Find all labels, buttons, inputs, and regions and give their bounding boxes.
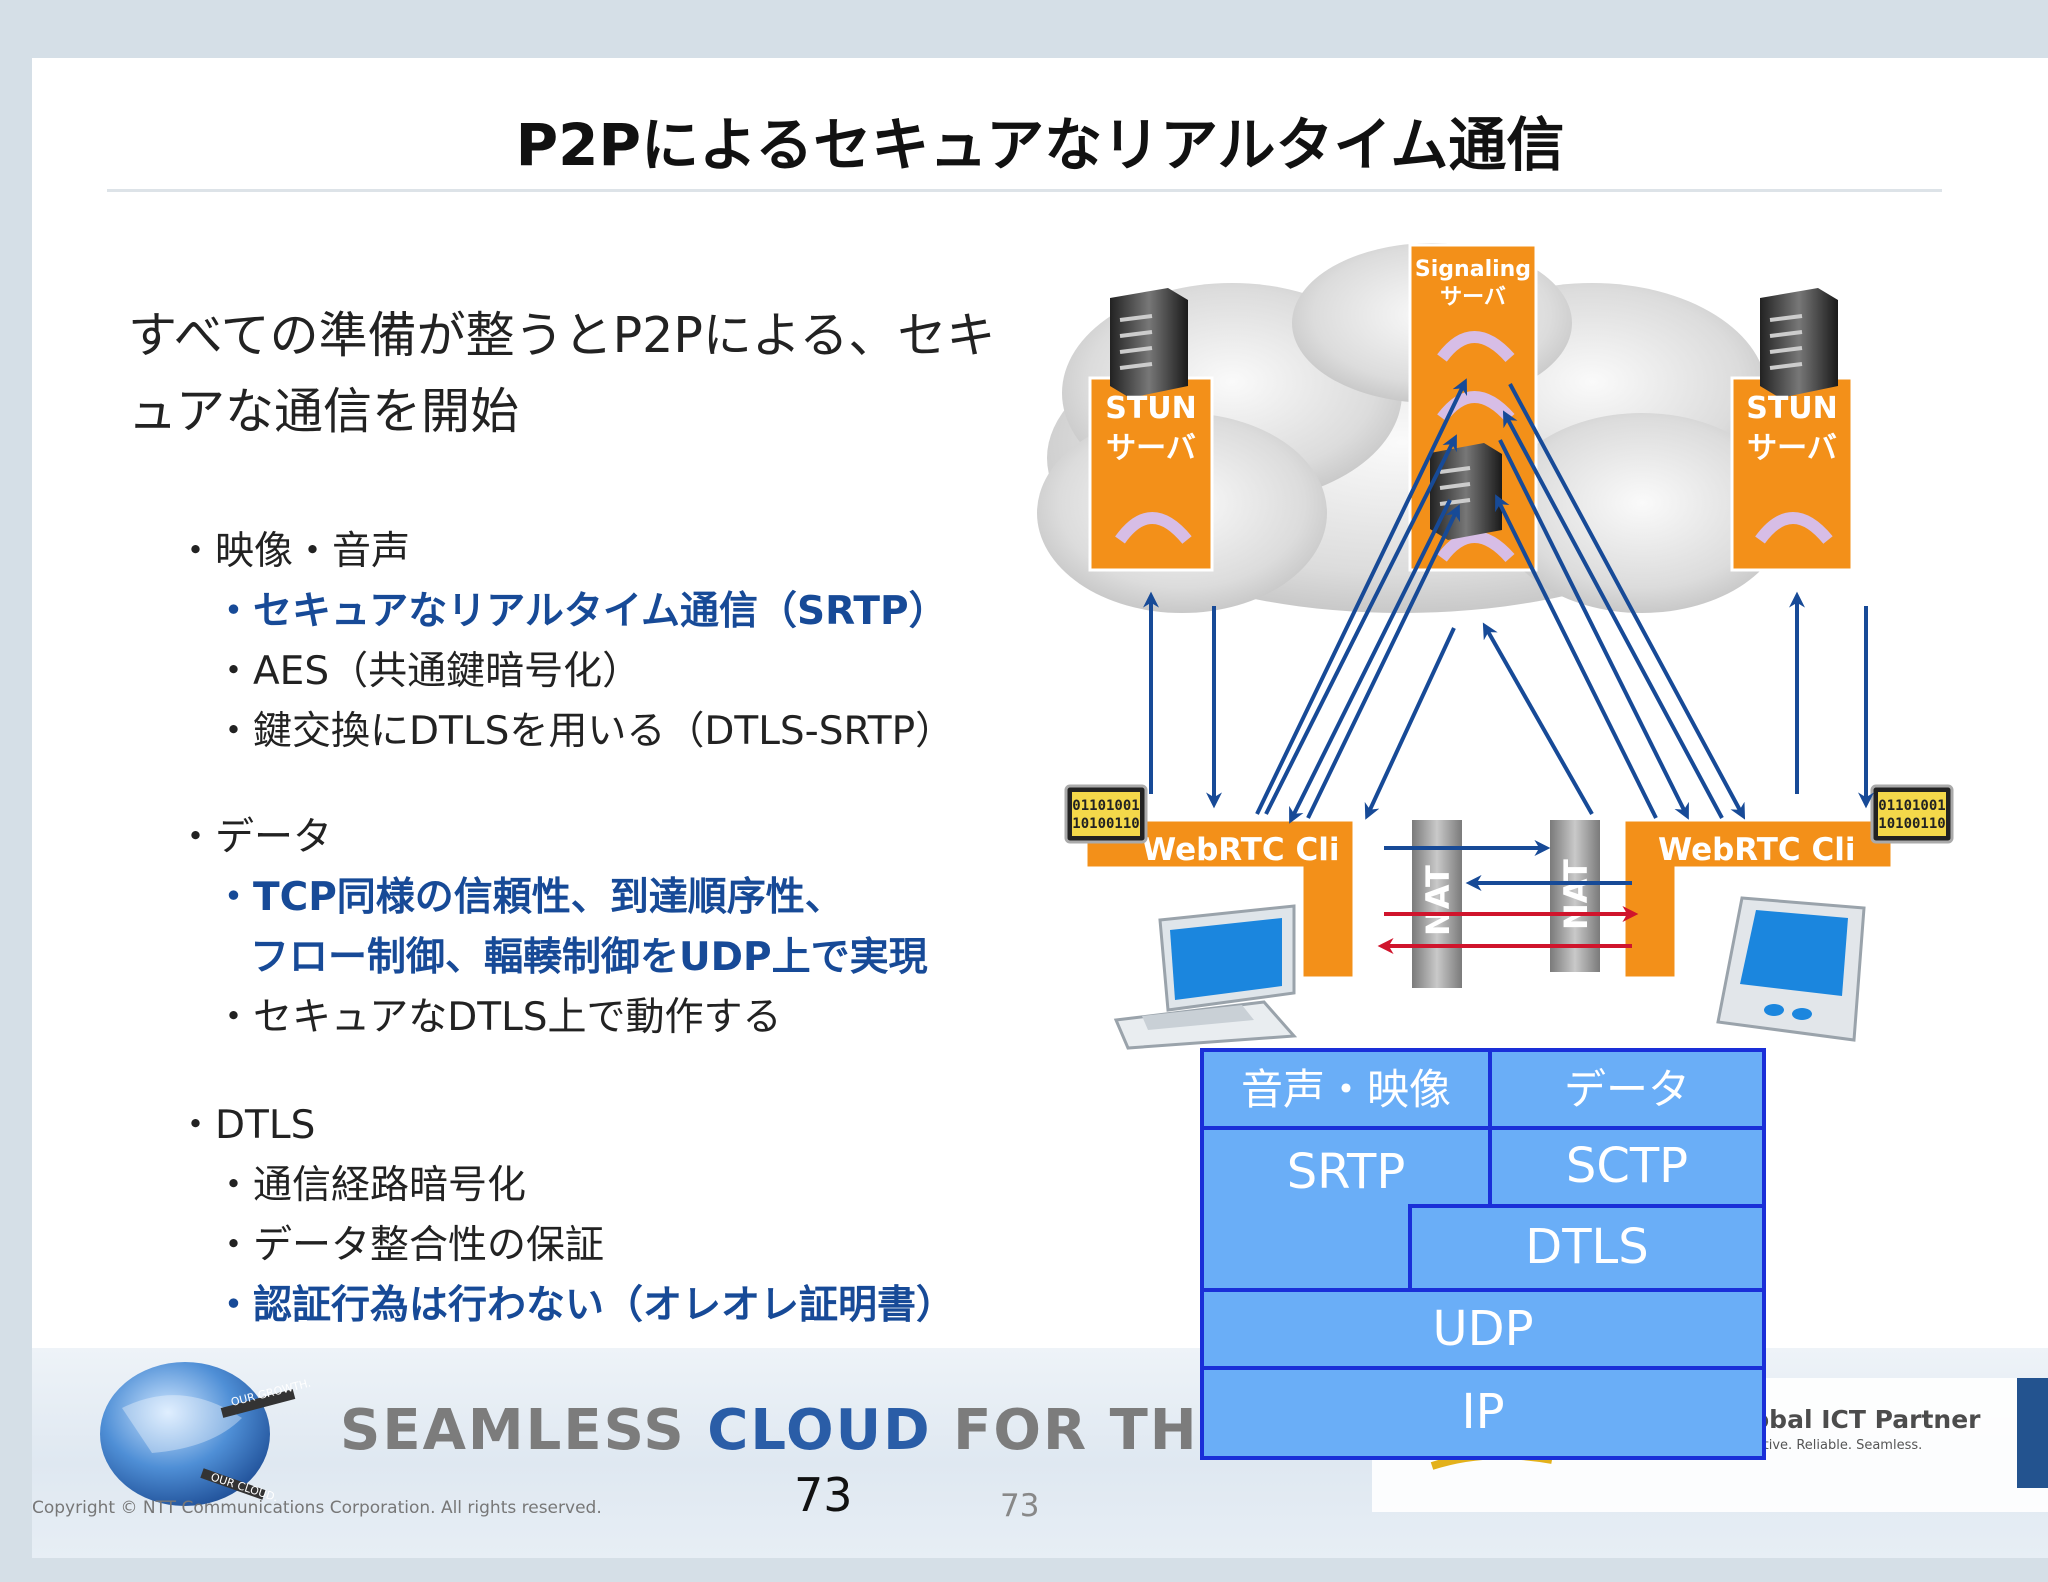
seamless-slogan: SEAMLESS CLOUD FOR THE WC	[340, 1398, 1367, 1463]
slide-title: P2Pによるセキュアなリアルタイム通信	[515, 111, 1565, 179]
client-bracket-right	[1622, 818, 1894, 980]
signaling-label-2: サーバ	[1440, 285, 1506, 310]
copyright: Copyright © NTT Communications Corporati…	[32, 1498, 602, 1518]
rotation-icon-stun-right	[1755, 512, 1833, 544]
bullet-secure: ・セキュアなDTLS上で動作する	[214, 995, 782, 1040]
bullet-media: ・映像・音声	[176, 529, 411, 574]
arrow-sig-right-1	[1498, 439, 1689, 820]
bullet-noauth: ・認証行為は行わない（オレオレ証明書）	[214, 1283, 956, 1328]
bullet-integrity: ・データ整合性の保証	[214, 1223, 605, 1268]
arrow-sig-left-2	[1289, 499, 1452, 824]
binary-right-1: 01101001	[1878, 798, 1945, 814]
server-icon-signaling	[1430, 443, 1502, 540]
rotation-icon-stun-left	[1115, 512, 1192, 544]
stack-label-data: データ	[1564, 1065, 1690, 1114]
slogan-a: SEAMLESS	[340, 1398, 708, 1463]
stun-box-left	[1088, 376, 1214, 572]
bullet-keyex: ・鍵交換にDTLSを用いる（DTLS-SRTP）	[214, 709, 955, 754]
stack-label-udp: UDP	[1432, 1301, 1533, 1357]
stack-cell-dtls	[1408, 1204, 1766, 1292]
bullet-data: ・データ	[176, 815, 333, 860]
bullet-tcp-2: フロー制御、輻輳制御をUDP上で実現	[250, 935, 928, 980]
stack-cell-data	[1488, 1048, 1766, 1130]
globe-logo: OUR GROWTH. OUR CLOUD.	[100, 1362, 312, 1506]
server-icon-right	[1760, 288, 1838, 398]
slide: P2Pによるセキュアなリアルタイム通信 すべての準備が整うとP2Pによる、セキュ…	[32, 58, 2048, 1558]
stack-label-ip: IP	[1461, 1384, 1504, 1440]
stack-label-media: 音声・映像	[1241, 1065, 1451, 1114]
arrow-sig-right-5	[1502, 410, 1724, 819]
binary-right-2: 10100110	[1878, 816, 1945, 832]
rotation-icon-signaling-2	[1437, 391, 1515, 423]
client-left-label: WebRTC Cli	[1142, 832, 1339, 868]
rotation-icon-signaling-1	[1437, 331, 1515, 363]
signaling-label-1: Signaling	[1415, 257, 1531, 282]
binary-left-2: 10100110	[1072, 816, 1139, 832]
stun-right-label-1: STUN	[1746, 391, 1838, 426]
arrow-sig-right-4	[1482, 622, 1594, 815]
stun-box-right	[1730, 376, 1854, 572]
webrtc-diagram: STUN サーバ STUN サーバ Signaling サーバ	[1037, 243, 1954, 1050]
arrow-sig-left-4	[1364, 627, 1456, 820]
page-number-faint: 73	[1000, 1488, 1040, 1524]
stack-cell-udp	[1200, 1288, 1766, 1370]
nat-right-label: NAT	[1557, 859, 1595, 930]
stun-left-label-1: STUN	[1105, 391, 1197, 426]
server-icon-left	[1110, 288, 1188, 398]
binary-chip-left: 01101001 10100110	[1064, 784, 1148, 844]
page-number: 73	[794, 1468, 853, 1522]
edge-bar	[2017, 1378, 2048, 1488]
arrow-sig-left-3	[1306, 504, 1461, 819]
stun-right-label-2: サーバ	[1747, 431, 1837, 466]
lead-text: すべての準備が整うとP2Pによる、セキュアな通信を開始	[128, 307, 996, 440]
binary-left-1: 01101001	[1072, 798, 1139, 814]
arrow-sig-left-1	[1264, 434, 1457, 815]
client-right-label: WebRTC Cli	[1658, 832, 1855, 868]
binary-chip-right: 01101001 10100110	[1870, 784, 1954, 844]
arrow-sig-left-5	[1255, 378, 1468, 815]
ict-partner: obal ICT Partner	[1752, 1405, 1981, 1434]
ict-tagline: vative. Reliable. Seamless.	[1748, 1438, 1923, 1453]
stack-cell-ip	[1200, 1366, 1766, 1460]
stack-cell-media	[1200, 1048, 1492, 1130]
bullet-aes: ・AES（共通鍵暗号化）	[214, 649, 642, 694]
slogan-b: CLOUD	[707, 1398, 932, 1463]
laptop-icon	[1113, 904, 1298, 1050]
smartphone-icon	[1716, 896, 1866, 1042]
stack-label-srtp: SRTP	[1287, 1144, 1406, 1200]
protocol-stack: 音声・映像 データ SRTP SCTP DTLS UDP IP	[1200, 1048, 1766, 1460]
rotation-icon-signaling-3	[1437, 531, 1515, 563]
bullet-tcp-1: ・TCP同様の信頼性、到達順序性、	[214, 875, 844, 920]
title-divider	[107, 189, 1942, 192]
bullet-enc: ・通信経路暗号化	[214, 1163, 527, 1208]
nat-left-label: NAT	[1419, 865, 1457, 936]
stack-label-dtls: DTLS	[1525, 1219, 1649, 1275]
stack-label-sctp: SCTP	[1566, 1138, 1688, 1194]
arrow-sig-right-3	[1508, 383, 1746, 820]
stun-left-label-2: サーバ	[1106, 431, 1196, 466]
client-bracket-left	[1084, 818, 1356, 980]
bullet-srtp: ・セキュアなリアルタイム通信（SRTP）	[214, 589, 948, 634]
bullet-dtls: ・DTLS	[176, 1103, 316, 1148]
arrow-sig-right-2	[1495, 494, 1658, 819]
